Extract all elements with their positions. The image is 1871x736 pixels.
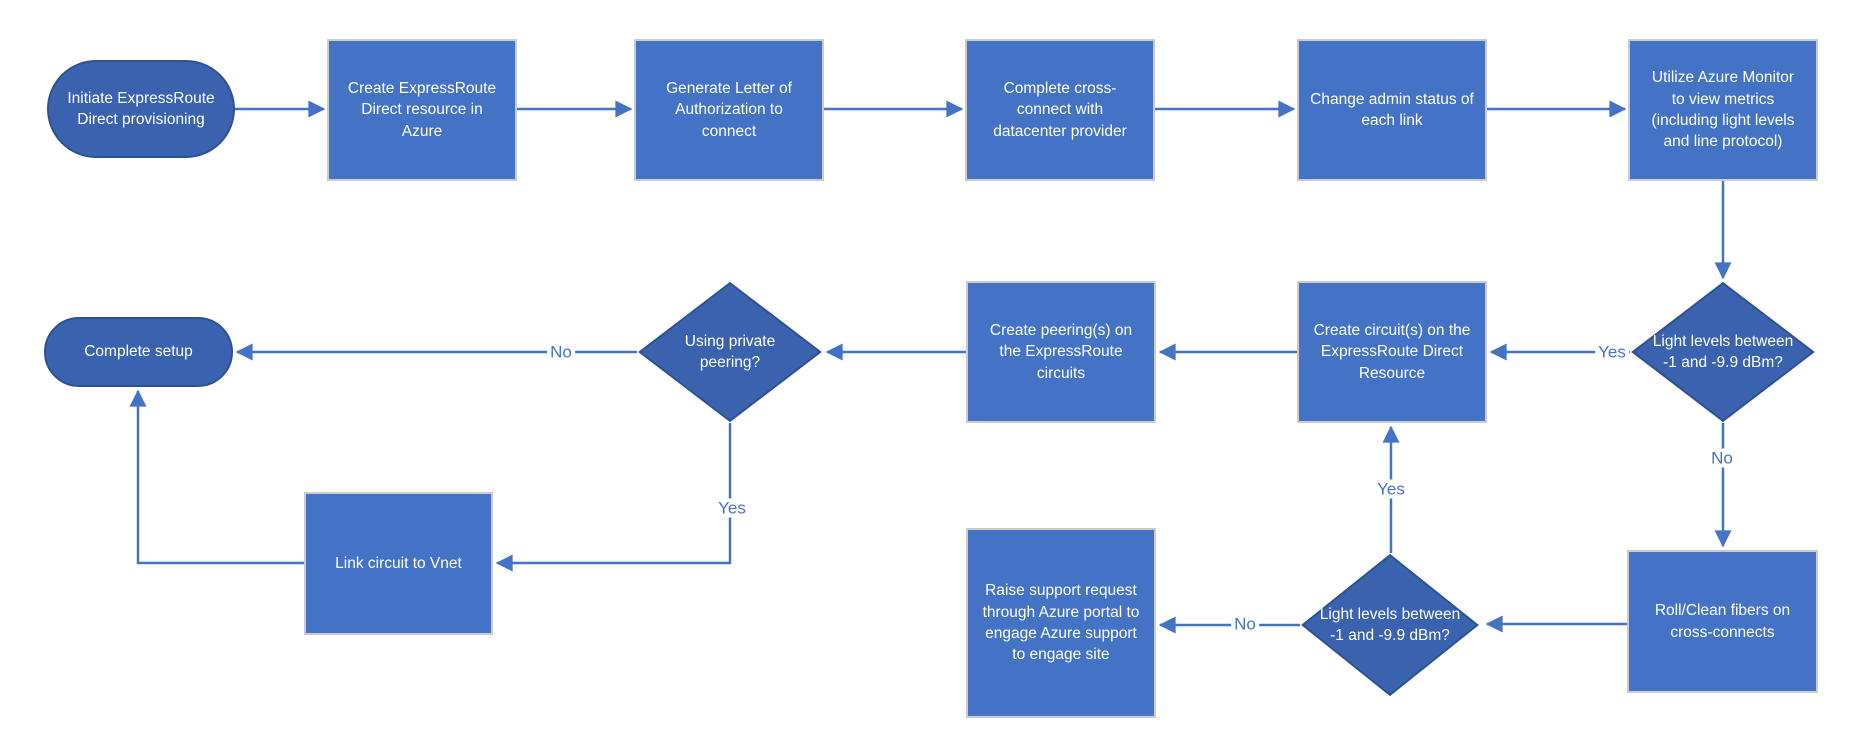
decision-diamond-shape xyxy=(637,281,823,423)
edge-label-light1-no: No xyxy=(1708,448,1736,468)
decision-diamond-shape xyxy=(1630,281,1816,423)
node-light-levels-1-label: Light levels between -1 and -9.9 dBm? xyxy=(1652,332,1794,371)
node-generate-loa: Generate Letter of Authorization to conn… xyxy=(634,39,824,181)
node-roll-clean-label: Roll/Clean fibers on cross-connects xyxy=(1654,602,1791,641)
node-create-peerings-label: Create peering(s) on the ExpressRoute ci… xyxy=(989,321,1133,382)
node-initiate-label: Initiate ExpressRoute Direct provisionin… xyxy=(67,89,215,128)
node-azure-monitor-label: Utilize Azure Monitor to view metrics (i… xyxy=(1651,69,1795,151)
node-complete-setup: Complete setup xyxy=(44,317,233,387)
node-create-resource: Create ExpressRoute Direct resource in A… xyxy=(327,39,517,181)
node-raise-support: Raise support request through Azure port… xyxy=(966,528,1156,718)
node-create-resource-label: Create ExpressRoute Direct resource in A… xyxy=(347,79,497,140)
edge-label-light1-yes: Yes xyxy=(1595,342,1629,362)
node-generate-loa-label: Generate Letter of Authorization to conn… xyxy=(666,79,792,140)
node-create-circuits: Create circuit(s) on the ExpressRoute Di… xyxy=(1297,281,1487,423)
edge-label-light2-yes: Yes xyxy=(1374,479,1408,499)
edge-link-vnet-to-complete-setup xyxy=(129,389,304,565)
decision-diamond-shape xyxy=(1300,553,1480,697)
node-light-levels-check-1: Light levels between -1 and -9.9 dBm? xyxy=(1630,281,1816,423)
edge-private-yes-to-link-vnet xyxy=(495,423,732,572)
node-admin-status: Change admin status of each link xyxy=(1297,39,1487,181)
node-light-levels-2-label: Light levels between -1 and -9.9 dBm? xyxy=(1319,605,1461,644)
edge-label-private-yes: Yes xyxy=(715,498,749,518)
node-admin-status-label: Change admin status of each link xyxy=(1310,90,1474,129)
node-initiate-provisioning: Initiate ExpressRoute Direct provisionin… xyxy=(47,60,235,158)
node-complete-setup-label: Complete setup xyxy=(84,343,193,361)
node-cross-connect: Complete cross-connect with datacenter p… xyxy=(965,39,1155,181)
node-private-peering-check: Using private peering? xyxy=(637,281,823,423)
node-link-vnet-label: Link circuit to Vnet xyxy=(335,554,462,572)
node-private-peering-label: Using private peering? xyxy=(684,332,776,371)
node-create-peerings: Create peering(s) on the ExpressRoute ci… xyxy=(966,281,1156,423)
node-link-vnet: Link circuit to Vnet xyxy=(304,492,493,635)
node-cross-connect-label: Complete cross-connect with datacenter p… xyxy=(993,79,1127,140)
edge-label-light2-no: No xyxy=(1231,614,1259,634)
node-azure-monitor: Utilize Azure Monitor to view metrics (i… xyxy=(1628,39,1818,181)
node-roll-clean-fibers: Roll/Clean fibers on cross-connects xyxy=(1627,550,1818,693)
node-create-circuits-label: Create circuit(s) on the ExpressRoute Di… xyxy=(1313,321,1471,382)
node-raise-support-label: Raise support request through Azure port… xyxy=(982,582,1140,664)
node-light-levels-check-2: Light levels between -1 and -9.9 dBm? xyxy=(1300,553,1480,697)
edge-label-private-no: No xyxy=(547,342,575,362)
